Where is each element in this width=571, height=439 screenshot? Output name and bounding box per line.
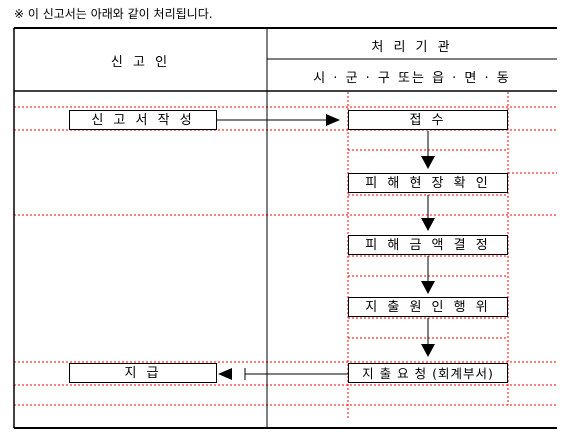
arrow-down-icon	[421, 344, 435, 357]
table-frame	[13, 27, 557, 429]
step-expenditure-act: 지 출 원 인 행 위	[348, 297, 508, 317]
arrow-down-icon	[421, 281, 435, 294]
arrowheads	[218, 114, 435, 380]
arrow-down-icon	[421, 156, 435, 169]
step-amount-decision: 피 해 금 액 결 정	[348, 235, 508, 255]
process-note: ※ 이 신고서는 아래와 같이 처리됩니다.	[14, 7, 213, 21]
step-payment: 지 급	[69, 363, 217, 383]
step-payment-request: 지 출 요 청 (회계부서)	[348, 363, 508, 383]
header-applicant: 신 고 인	[110, 55, 171, 70]
header-agencies: 시 · 군 · 구 또는 읍 · 면 · 동	[313, 71, 511, 86]
arrow-right-icon	[326, 114, 340, 126]
header-processing-agency: 처 리 기 관	[371, 40, 453, 55]
step-receive: 접 수	[348, 110, 508, 130]
arrow-left-icon	[218, 368, 232, 380]
step-site-check: 피 해 현 장 확 인	[348, 173, 508, 193]
step-write-application: 신 고 서 작 성	[69, 110, 217, 130]
connectors	[217, 119, 429, 380]
arrow-down-icon	[421, 218, 435, 231]
